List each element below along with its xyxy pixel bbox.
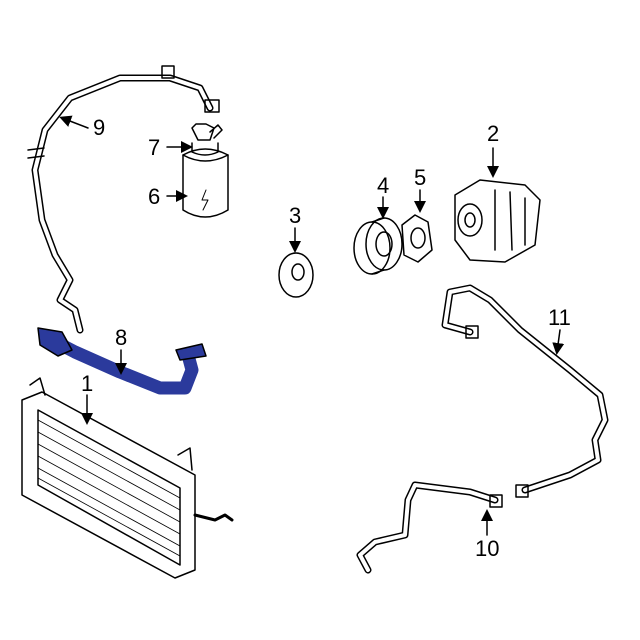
callout-10[interactable]: 10 [475,536,500,561]
callout-3[interactable]: 3 [289,203,302,228]
callout-2[interactable]: 2 [487,121,500,146]
callout-11[interactable]: 11 [548,305,571,330]
liquid-line-part[interactable] [356,481,503,574]
callout-arrows [59,115,565,536]
clutch-hub-part[interactable] [278,252,314,298]
callout-4[interactable]: 4 [377,173,390,198]
callout-6[interactable]: 6 [148,184,161,209]
callout-8[interactable]: 8 [115,325,128,350]
callout-9[interactable]: 9 [93,115,106,140]
suction-line-part[interactable] [27,65,220,334]
condenser-part[interactable] [21,377,234,579]
accumulator-part[interactable] [182,123,229,218]
callout-7[interactable]: 7 [148,135,161,160]
pulley-part[interactable] [353,217,403,275]
clutch-coil-part[interactable] [401,214,433,263]
highlighted-hose-part[interactable] [37,327,207,395]
discharge-line-part[interactable] [441,284,609,498]
callout-5[interactable]: 5 [414,165,427,190]
callout-1[interactable]: 1 [81,371,94,396]
compressor-part[interactable] [454,179,541,263]
